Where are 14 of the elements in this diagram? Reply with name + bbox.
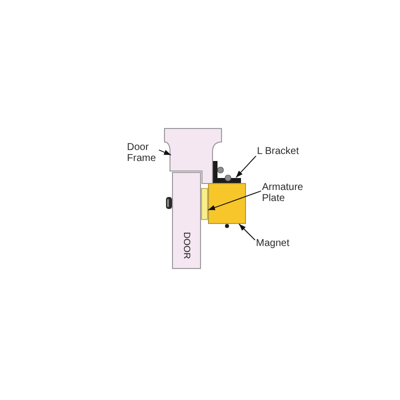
- leader-arrow: [238, 224, 256, 240]
- callout-label: L Bracket: [257, 146, 299, 157]
- leader-arrow: [158, 150, 172, 156]
- door-label: DOOR: [182, 232, 191, 259]
- leader-arrow: [208, 190, 262, 210]
- leader-arrow: [236, 156, 256, 178]
- callout-label: Magnet: [256, 238, 290, 249]
- callout-label: Door Frame: [127, 142, 158, 164]
- door-panel: [172, 172, 201, 269]
- magnet-block: [208, 183, 246, 224]
- l-bracket: [212, 160, 241, 184]
- callout-label: Armature Plate: [262, 182, 308, 204]
- armature-plate: [201, 188, 208, 220]
- door-frame: [164, 128, 222, 184]
